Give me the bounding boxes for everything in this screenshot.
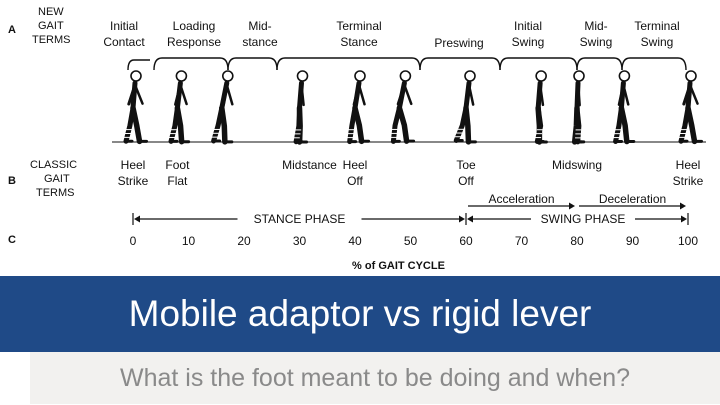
stance-arrow-head-right bbox=[459, 215, 465, 223]
walking-figure-4 bbox=[293, 70, 309, 145]
swing-arrow-head-left bbox=[467, 215, 473, 223]
bracket-3 bbox=[276, 57, 421, 71]
new-term-8-line-2: Swing bbox=[641, 35, 674, 49]
row-b-letter: B bbox=[8, 175, 16, 187]
deceleration-label: Deceleration bbox=[599, 192, 666, 206]
bracket-lead bbox=[127, 59, 150, 71]
walking-figure-5 bbox=[347, 70, 371, 145]
new-term-8-line-1: Terminal bbox=[634, 19, 679, 33]
classic-term-3-line-1: Midstance bbox=[282, 158, 337, 172]
axis-tick-80: 80 bbox=[570, 234, 584, 248]
classic-term-6-line-1: Midswing bbox=[552, 158, 602, 172]
classic-term-1-line-2: Strike bbox=[118, 174, 149, 188]
axis-tick-100: 100 bbox=[678, 234, 698, 248]
new-term-1-line-2: Contact bbox=[103, 35, 145, 49]
row-a-label-line-2: GAIT bbox=[38, 20, 64, 32]
bracket-1 bbox=[153, 57, 229, 71]
acceleration-arrow-head bbox=[569, 202, 575, 210]
stance-phase-label: STANCE PHASE bbox=[254, 212, 346, 226]
classic-term-5-line-1: Toe bbox=[456, 158, 476, 172]
walking-figure-9 bbox=[571, 70, 586, 145]
new-term-3-line-2: stance bbox=[242, 35, 278, 49]
axis-tick-90: 90 bbox=[626, 234, 640, 248]
walking-figure-11 bbox=[678, 70, 704, 145]
axis-tick-0: 0 bbox=[130, 234, 137, 248]
classic-term-1-line-1: Heel bbox=[121, 158, 146, 172]
axis-tick-10: 10 bbox=[182, 234, 196, 248]
classic-term-7-line-1: Heel bbox=[676, 158, 701, 172]
row-b-label-line-3: TERMS bbox=[36, 187, 75, 199]
classic-term-2-line-1: Foot bbox=[165, 158, 190, 172]
axis-tick-30: 30 bbox=[293, 234, 307, 248]
new-term-2-line-1: Loading bbox=[173, 19, 216, 33]
new-term-4-line-2: Stance bbox=[340, 35, 378, 49]
new-term-1-line-1: Initial bbox=[110, 19, 138, 33]
new-term-6-line-1: Initial bbox=[514, 19, 542, 33]
swing-arrow-head-right bbox=[681, 215, 687, 223]
new-term-4-line-1: Terminal bbox=[336, 19, 381, 33]
row-b-label-line-2: GAIT bbox=[44, 173, 70, 185]
classic-term-5-line-2: Off bbox=[458, 174, 474, 188]
bracket-7 bbox=[621, 57, 687, 71]
subtitle-bar: What is the foot meant to be doing and w… bbox=[30, 352, 720, 404]
acceleration-label: Acceleration bbox=[488, 192, 554, 206]
swing-phase-label: SWING PHASE bbox=[541, 212, 626, 226]
axis-label: % of GAIT CYCLE bbox=[352, 260, 445, 272]
axis-tick-60: 60 bbox=[459, 234, 473, 248]
new-term-2-line-2: Response bbox=[167, 35, 221, 49]
classic-term-2-line-2: Flat bbox=[167, 174, 188, 188]
phase-brackets bbox=[127, 57, 687, 71]
new-term-3-line-1: Mid- bbox=[248, 19, 271, 33]
walking-figures bbox=[112, 70, 706, 145]
bracket-5 bbox=[499, 57, 578, 71]
new-term-7-line-2: Swing bbox=[580, 35, 613, 49]
title-banner: Mobile adaptor vs rigid lever bbox=[0, 276, 720, 352]
classic-term-7-line-2: Strike bbox=[673, 174, 704, 188]
new-term-7-line-1: Mid- bbox=[584, 19, 607, 33]
walking-figure-2 bbox=[168, 70, 191, 145]
walking-figure-10 bbox=[613, 70, 636, 145]
axis-tick-labels: 0 10 20 30 40 50 60 70 80 90 100 bbox=[130, 234, 699, 248]
deceleration-arrow-head bbox=[680, 202, 686, 210]
slide-subtitle: What is the foot meant to be doing and w… bbox=[119, 363, 631, 392]
bracket-4 bbox=[419, 57, 501, 71]
walking-figure-7 bbox=[453, 70, 477, 145]
stance-arrow-head-left bbox=[134, 215, 140, 223]
axis-tick-50: 50 bbox=[404, 234, 418, 248]
row-c-letter: C bbox=[8, 234, 16, 246]
axis-tick-70: 70 bbox=[515, 234, 529, 248]
walking-figure-8 bbox=[534, 70, 548, 145]
slide-title: Mobile adaptor vs rigid lever bbox=[128, 293, 592, 334]
classic-term-4-line-2: Off bbox=[347, 174, 363, 188]
row-b-label-line-1: CLASSIC bbox=[30, 159, 77, 171]
row-a-letter: A bbox=[8, 24, 16, 36]
row-a-label-line-1: NEW bbox=[38, 6, 64, 18]
axis-tick-40: 40 bbox=[348, 234, 362, 248]
bracket-2 bbox=[227, 57, 278, 71]
walking-figure-1 bbox=[123, 70, 149, 145]
row-a-label-line-3: TERMS bbox=[32, 34, 71, 46]
walking-figure-6 bbox=[390, 70, 416, 144]
classic-term-4-line-1: Heel bbox=[343, 158, 368, 172]
axis-tick-20: 20 bbox=[237, 234, 251, 248]
new-term-6-line-2: Swing bbox=[512, 35, 545, 49]
walking-figure-3 bbox=[211, 70, 234, 145]
new-term-5-line-1: Preswing bbox=[434, 36, 483, 50]
bracket-6 bbox=[576, 57, 623, 71]
